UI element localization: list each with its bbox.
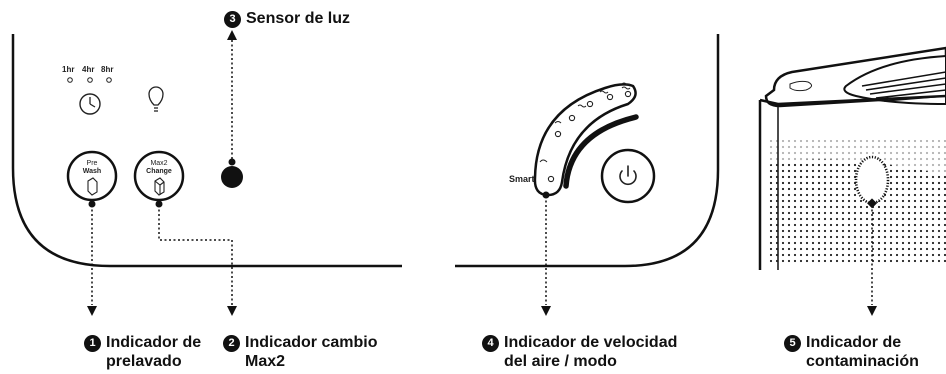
arrow-down-pollution [867, 306, 877, 316]
callout-text-fan-speed-line1: Indicador de velocidad [504, 334, 678, 351]
speed-dot-turbo [624, 90, 632, 98]
max2-button-outline [133, 150, 185, 202]
callout-light-sensor: 3 Sensor de luz [224, 9, 350, 28]
speed-dot-1 [554, 130, 562, 138]
callout-number-3: 3 [224, 11, 241, 28]
fan-speed-icons [539, 82, 631, 163]
callout-text-prewash-line2: prelavado [106, 353, 182, 370]
speed-dot-2 [568, 114, 576, 122]
max2-filter-icon [154, 177, 165, 196]
callout-fan-speed: 4 Indicador de velocidad del aire / modo [482, 333, 677, 371]
timer-label-1hr: 1hr [62, 65, 75, 74]
clock-icon [79, 93, 101, 115]
callout-text-pollution-line2: contaminación [806, 353, 919, 370]
panel-left-outline [11, 34, 402, 268]
callout-prewash: 1 Indicador de prelavado [84, 333, 201, 371]
pollution-indicator [854, 155, 890, 205]
anchor-dot-prewash [88, 200, 96, 208]
anchor-dot-max2 [155, 200, 163, 208]
speed-dot-4 [606, 93, 614, 101]
prewash-button-top-label: Pre [86, 160, 98, 167]
max2-button-bottom-label: Change [146, 168, 172, 175]
callout-text-prewash-line1: Indicador de [106, 334, 202, 351]
callout-text-max2-line2: Max2 [245, 353, 286, 370]
callout-text-fan-speed-line2: del aire / modo [504, 353, 617, 370]
purifier-unit [758, 46, 946, 270]
callout-number-1: 1 [84, 335, 101, 352]
smart-mode-label: Smart [509, 174, 535, 184]
arrow-up-light-sensor [227, 30, 237, 40]
callout-max2: 2 Indicador cambio Max2 [223, 333, 377, 371]
prewash-button-outline [66, 150, 118, 202]
callout-pollution: 5 Indicador de contaminación [784, 333, 919, 371]
lightbulb-icon [148, 86, 164, 112]
power-icon [619, 165, 637, 186]
timer-label-8hr: 8hr [101, 65, 114, 74]
callout-text-max2-line1: Indicador cambio [245, 334, 378, 351]
callout-number-4: 4 [482, 335, 499, 352]
anchor-dot-fan-speed [542, 191, 550, 199]
fan-speed-level-bar [563, 114, 639, 189]
callout-number-5: 5 [784, 335, 801, 352]
max2-button-top-label: Max2 [150, 160, 168, 167]
timer-label-4hr: 4hr [82, 65, 95, 74]
callout-number-2: 2 [223, 335, 240, 352]
prewash-button-bottom-label: Wash [82, 168, 102, 175]
arrow-down-fan-speed [541, 306, 551, 316]
speed-dot-3 [586, 100, 594, 108]
timer-dot-4hr [87, 77, 93, 83]
anchor-dot-light-sensor [228, 158, 236, 166]
callout-text-light-sensor: Sensor de luz [246, 10, 351, 27]
timer-dot-8hr [106, 77, 112, 83]
arrow-down-max2 [227, 306, 237, 316]
anchor-dot-pollution [867, 198, 877, 209]
prewash-filter-icon [87, 177, 98, 196]
light-sensor [221, 166, 243, 188]
speed-dot-smart [547, 175, 555, 183]
arrow-down-prewash [87, 306, 97, 316]
callout-text-pollution-line1: Indicador de [806, 334, 902, 351]
timer-dot-1hr [67, 77, 73, 83]
panel-right-outline [455, 34, 720, 268]
